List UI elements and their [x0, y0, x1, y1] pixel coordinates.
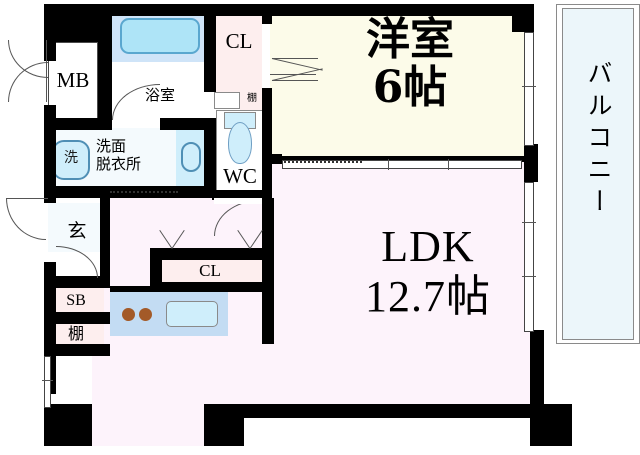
closet-top-door-line-a — [270, 74, 316, 75]
main-entry-door-arc — [6, 198, 46, 240]
toilet-label: WC — [223, 164, 257, 188]
bedroom-door-line-b — [272, 80, 318, 81]
balcony-window-ldk — [524, 182, 534, 332]
wall-shelf-bottom — [44, 344, 110, 356]
wash-basin — [181, 142, 201, 172]
bathroom-door-sill — [112, 120, 160, 128]
stove-burner-left — [122, 308, 135, 321]
balcony-window-mullion-2 — [522, 222, 536, 223]
bedroom-floor — [268, 10, 524, 162]
bedroom-door-line-a — [272, 58, 318, 59]
washroom-door-dotted — [110, 191, 178, 193]
closet-top-label: CL — [225, 29, 253, 53]
wall-cl-right-strip — [262, 198, 274, 252]
bedroom-ldk-sliding-door — [282, 160, 522, 169]
washroom-label-line2: 脱衣所 — [96, 154, 142, 173]
toilet-tank-gap — [214, 92, 240, 109]
balcony-label: バルコニー — [584, 60, 613, 220]
ldk-label-size: 12.7帖 — [365, 272, 491, 321]
wall-bedroom-bottom — [280, 156, 524, 162]
washer-label: 洗 — [64, 150, 78, 166]
wall-mb-bottom — [44, 118, 112, 130]
closet-top — [216, 10, 262, 92]
ldk-floor-lower — [92, 408, 204, 446]
kitchen-sink — [166, 301, 218, 327]
shoe-box — [48, 288, 104, 314]
bedroom-label-size: 6帖 — [372, 62, 448, 113]
shoe-box-label: SB — [66, 292, 86, 309]
bedroom-label-name: 洋室 — [366, 14, 454, 65]
wall-bedroom-bottom-left — [262, 154, 282, 164]
wall-bottom-left — [44, 404, 92, 446]
ldk-label: LDK 12.7帖 — [318, 225, 538, 319]
bathroom-label: 浴室 — [144, 86, 175, 104]
balcony-window-mullion-3 — [522, 276, 536, 277]
balcony-window-mullion-1 — [522, 86, 536, 87]
wall-right-balcony-top — [522, 4, 534, 32]
ldk-window-mullion — [42, 380, 53, 381]
wall-right-mid — [524, 144, 538, 182]
closet-bottom — [158, 258, 262, 284]
sliding-mullion-2 — [448, 159, 449, 170]
ldk-window-left — [44, 356, 51, 408]
shelf-label: 棚 — [67, 324, 84, 343]
wall-mb-top — [44, 10, 112, 42]
wall-bottom-right — [530, 404, 572, 446]
balcony-area — [562, 8, 634, 340]
wall-sanitary-right — [204, 118, 216, 198]
entrance-door-arc-bottom — [8, 62, 48, 102]
entrance-door-leaf — [46, 40, 47, 102]
shelf-box — [48, 322, 104, 348]
bedroom-ldk-door-dotted — [284, 161, 362, 163]
wall-bottom-long — [204, 404, 544, 418]
meter-box-label: MB — [56, 68, 90, 92]
wall-bedroom-left — [262, 10, 272, 24]
stove-burner-right — [139, 308, 152, 321]
meter-box — [48, 42, 98, 122]
wall-top-outer — [44, 4, 534, 16]
wall-sb-divider — [44, 312, 110, 324]
wall-entrance-right — [100, 198, 110, 282]
wall-bath-bottom-2 — [160, 118, 216, 130]
bedroom-label: 洋室 6帖 — [330, 18, 490, 110]
wall-wc-bottom — [212, 190, 272, 200]
toilet-shelf — [240, 92, 264, 110]
wall-entrance-bottom — [44, 276, 110, 288]
wall-kitchen-divider — [110, 286, 228, 292]
ldk-label-name: LDK — [381, 222, 475, 271]
wall-cl-bottom-right — [262, 248, 274, 344]
toilet-bowl — [228, 122, 252, 164]
wall-wc-right — [262, 110, 272, 198]
balcony-window-bedroom — [524, 32, 534, 146]
washroom-label: 洗面 脱衣所 — [96, 137, 176, 173]
bathtub — [120, 18, 200, 54]
wc-door-sill — [214, 198, 262, 204]
toilet-shelf-label: 棚 — [247, 93, 257, 104]
wall-cl-bottom-top — [150, 248, 274, 260]
closet-bottom-label: CL — [199, 261, 221, 280]
entrance-label: 玄 — [67, 220, 87, 242]
closet-top-door — [262, 10, 270, 92]
wall-bath-right — [204, 10, 216, 92]
main-entry-door-line — [6, 198, 48, 199]
sliding-mullion-1 — [388, 159, 389, 170]
washroom-label-line1: 洗面 — [96, 137, 127, 155]
wall-right-lower — [530, 330, 544, 410]
